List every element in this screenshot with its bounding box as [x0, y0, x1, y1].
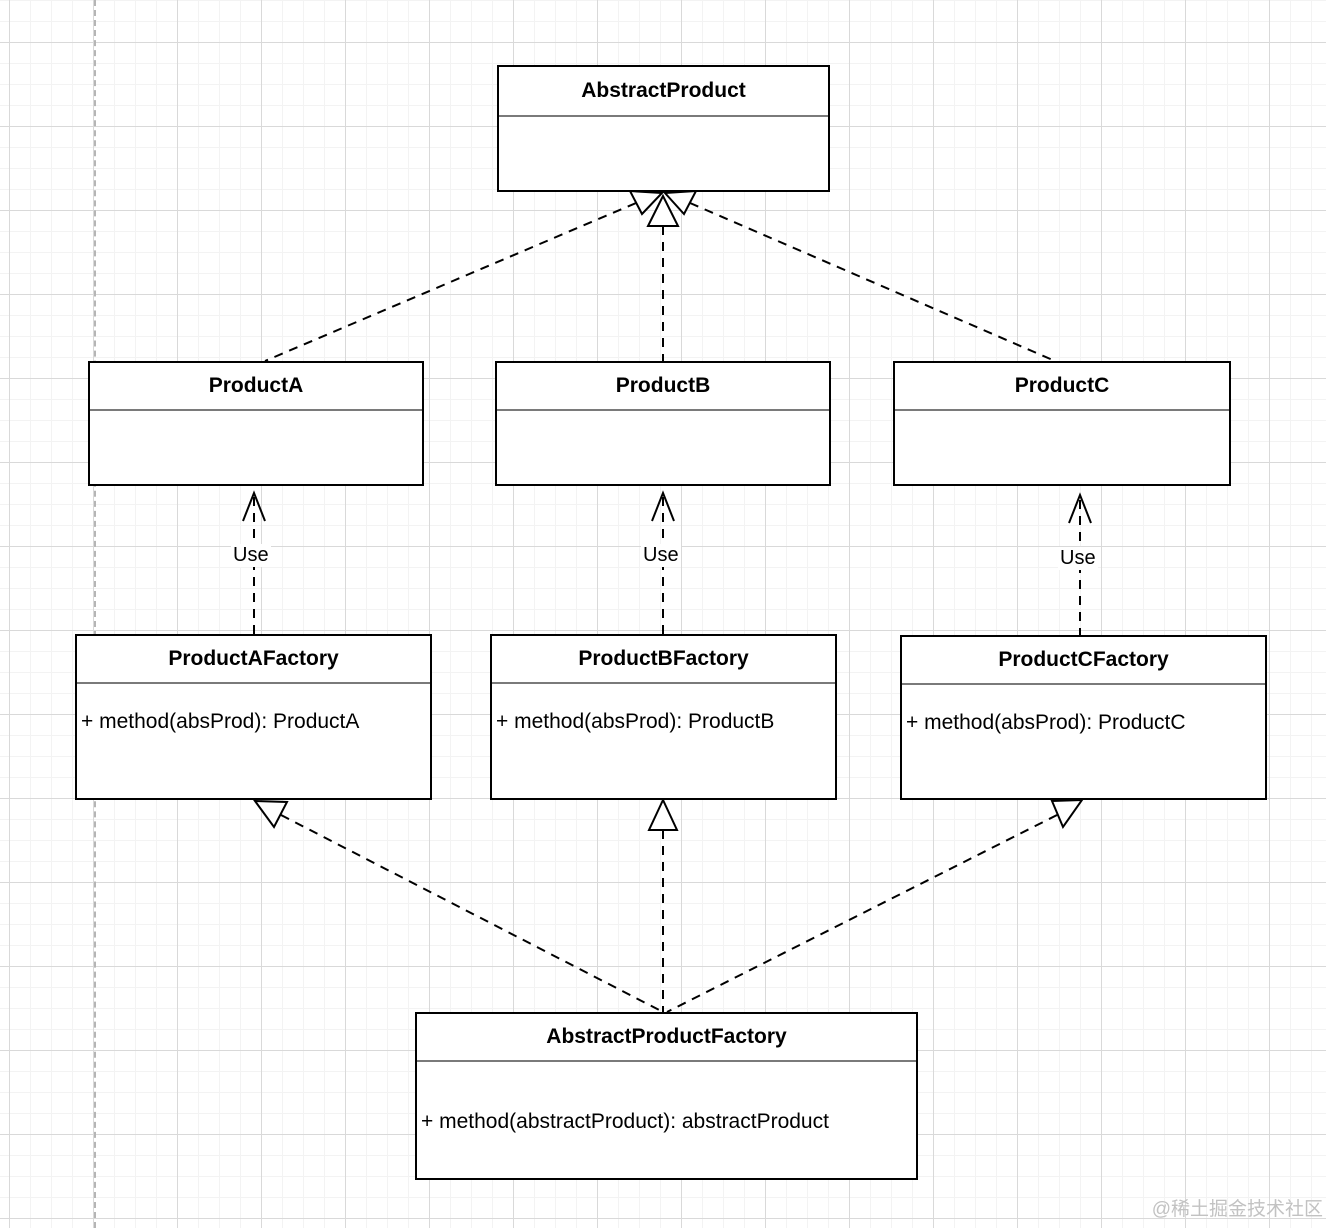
class-body-product-c	[895, 411, 1229, 484]
uml-class-product-b-factory: ProductBFactory + method(absProd): Produ…	[490, 634, 837, 800]
edge-abstractfactory-factorya	[252, 799, 664, 1013]
uml-class-product-c-factory: ProductCFactory + method(absProd): Produ…	[900, 635, 1267, 800]
edge-productb-abstractproduct	[646, 193, 680, 361]
edge-label-use-a: Use	[231, 544, 271, 567]
class-title-abstract-product: AbstractProduct	[499, 67, 828, 117]
uml-class-product-a-factory: ProductAFactory + method(absProd): Produ…	[75, 634, 432, 800]
edge-label-use-c: Use	[1058, 547, 1098, 570]
class-title-product-b-factory: ProductBFactory	[492, 636, 835, 684]
watermark: @稀土掘金技术社区	[1151, 1199, 1323, 1220]
edge-abstractfactory-factoryc	[666, 798, 1084, 1013]
class-title-abstract-product-factory: AbstractProductFactory	[417, 1014, 916, 1062]
edge-label-use-b: Use	[641, 544, 681, 567]
class-title-product-a: ProductA	[90, 363, 422, 411]
class-title-product-b: ProductB	[497, 363, 829, 411]
class-title-product-c: ProductC	[895, 363, 1229, 411]
class-method-product-b-factory: + method(absProd): ProductB	[496, 710, 775, 733]
uml-class-product-b: ProductB	[495, 361, 831, 486]
uml-class-abstract-product-factory: AbstractProductFactory + method(abstract…	[415, 1012, 918, 1180]
uml-class-product-c: ProductC	[893, 361, 1231, 486]
edge-abstractfactory-factoryb	[647, 797, 679, 1012]
vertical-guideline	[94, 0, 96, 1228]
class-title-product-c-factory: ProductCFactory	[902, 637, 1265, 685]
edge-productc-abstractproduct	[662, 189, 1056, 362]
uml-class-abstract-product: AbstractProduct	[497, 65, 830, 192]
class-body-product-a	[90, 411, 422, 484]
class-method-product-a-factory: + method(absProd): ProductA	[81, 710, 360, 733]
uml-class-product-a: ProductA	[88, 361, 424, 486]
class-body-product-b	[497, 411, 829, 484]
class-body-abstract-product	[499, 117, 828, 190]
class-title-product-a-factory: ProductAFactory	[77, 636, 430, 684]
class-method-product-c-factory: + method(absProd): ProductC	[906, 711, 1186, 734]
class-method-abstract-product-factory: + method(abstractProduct): abstractProdu…	[421, 1110, 829, 1133]
edge-producta-abstractproduct	[264, 189, 665, 362]
